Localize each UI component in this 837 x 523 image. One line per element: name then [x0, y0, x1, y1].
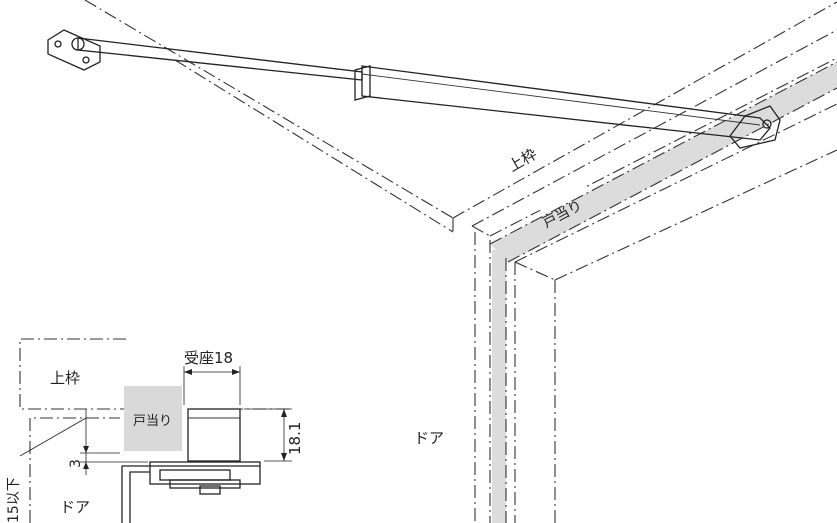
- label-upper-frame-3d: 上枠: [505, 145, 540, 176]
- wall-diagonal-lower: [174, 59, 454, 233]
- dim-gap-arrow-top: [83, 446, 89, 453]
- door-stop-band-horizontal: [490, 62, 837, 262]
- arm-body-edge: [361, 73, 761, 126]
- label-door-3d: ドア: [414, 429, 444, 447]
- section-door-stop: [124, 386, 182, 451]
- section-closer-detail-3: [199, 485, 221, 495]
- door-stop-edge-bottom: [507, 87, 837, 263]
- door-stop-label-mask: [533, 173, 588, 214]
- label-door-section: ドア: [60, 498, 90, 516]
- dim-height-arrow-top: [281, 409, 287, 417]
- label-gap-dim: 3: [68, 459, 84, 468]
- section-view: 上枠 戸当り ドア 受座18 18.1: [6, 338, 304, 523]
- arm-sleeve: [354, 65, 371, 101]
- section-upper-frame-outline: [19, 338, 126, 410]
- section-bracket: [187, 408, 241, 462]
- corner-line-c: [514, 261, 556, 281]
- bracket-screw-1: [54, 40, 62, 48]
- arm-shoe: [729, 105, 781, 149]
- dim-bracket-arrow-right: [232, 369, 240, 375]
- dim-clearance-leader: [19, 417, 87, 457]
- door-stop-edge-top: [489, 61, 837, 245]
- wall-diagonal-upper: [84, 0, 454, 219]
- section-door-outline: [29, 417, 120, 523]
- jamb-vertical-lines: [474, 232, 556, 523]
- corner-line-b: [471, 225, 491, 237]
- frame-back-edge-5: [554, 149, 837, 281]
- section-closer-plate: [121, 465, 260, 523]
- bracket-screw-2: [82, 56, 90, 64]
- label-height-dim: 18.1: [286, 422, 304, 455]
- dim-gap-arrow-bottom: [83, 462, 89, 469]
- section-closer-detail-1: [159, 469, 231, 481]
- dim-height-arrow-bottom: [281, 453, 287, 461]
- section-closer-detail-2: [169, 479, 241, 489]
- frame-back-edge-4: [514, 103, 837, 263]
- label-door-stop-section: 戸当り: [133, 414, 172, 429]
- section-closer-plate-inner: [129, 471, 150, 523]
- label-clearance-dim: 15以下: [6, 477, 22, 523]
- label-upper-frame-section: 上枠: [50, 369, 80, 387]
- arm-bracket: [47, 29, 101, 71]
- frame-back-edge-1: [452, 1, 837, 219]
- label-bracket-dim: 受座18: [184, 349, 233, 367]
- arm-main-body: [361, 65, 771, 141]
- section-closer-body: [149, 461, 261, 485]
- dim-bracket-arrow-left: [184, 369, 192, 375]
- shoe-pivot: [762, 119, 772, 129]
- closer-arm-assembly: [47, 29, 781, 149]
- arm-rod-thin: [77, 37, 363, 81]
- door-stop-band-vertical: [492, 250, 506, 523]
